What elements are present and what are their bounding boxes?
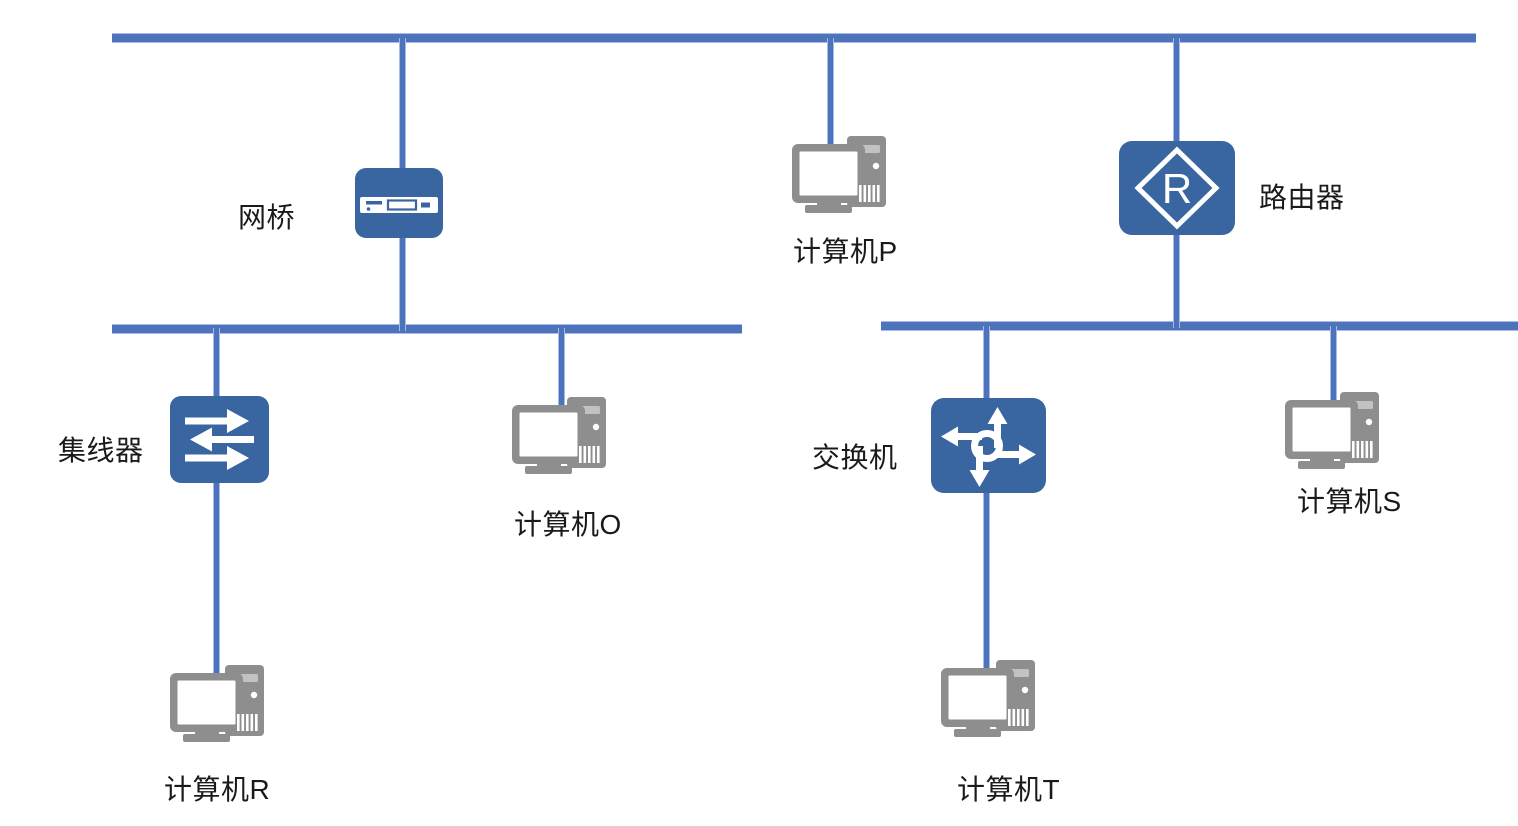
segment-bus-left [112, 324, 742, 334]
computer-p-icon [792, 135, 892, 213]
computer-t-icon [941, 659, 1041, 737]
bridge-label: 网桥 [238, 202, 296, 233]
computer-s-icon [1285, 391, 1385, 469]
router-icon: R [1119, 141, 1235, 235]
backbone-bus-top [112, 33, 1476, 43]
computer-t-label: 计算机T [957, 774, 1061, 805]
switch-icon [931, 398, 1046, 493]
bridge-icon [355, 168, 443, 238]
connector-switch-computer-t [983, 326, 990, 672]
connector-hub-computer-r [213, 328, 220, 677]
router-label: 路由器 [1259, 182, 1345, 213]
connector-computer-p [827, 38, 834, 147]
hub-icon [170, 396, 269, 483]
computer-o-label: 计算机O [514, 509, 622, 540]
computer-r-icon [170, 664, 270, 742]
hub-label: 集线器 [58, 435, 144, 466]
computer-r-label: 计算机R [164, 774, 271, 805]
computer-s-label: 计算机S [1297, 486, 1402, 517]
segment-bus-right [881, 321, 1518, 331]
switch-label: 交换机 [812, 442, 898, 473]
router-r-glyph: R [1162, 165, 1192, 212]
computer-p-label: 计算机P [793, 236, 898, 267]
connector-computer-s [1330, 326, 1337, 402]
connector-computer-o [558, 328, 565, 407]
computer-o-icon [512, 396, 612, 474]
